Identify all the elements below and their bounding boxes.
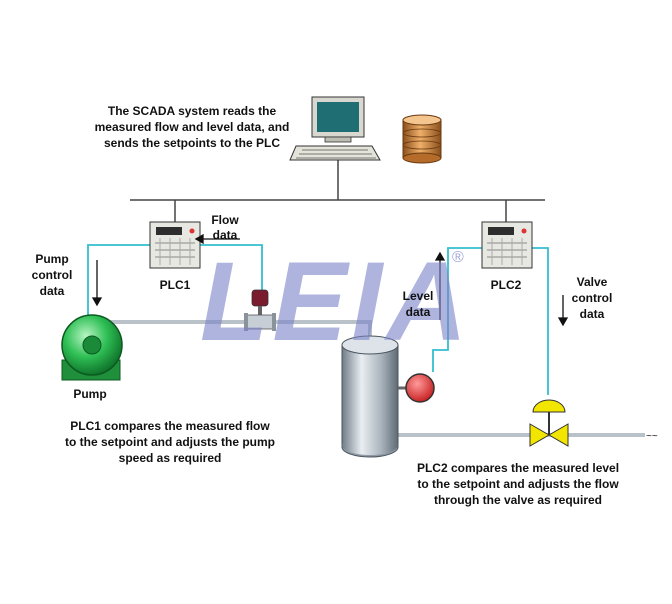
valve-control-data-label: Valve control data: [572, 275, 613, 321]
signal-lines: [87, 244, 549, 395]
pump-icon: [61, 314, 123, 381]
label-line: Level: [403, 289, 434, 303]
tank-icon: [341, 335, 399, 458]
label-line: data: [580, 307, 605, 321]
level-sensor-icon: [398, 373, 435, 403]
svg-text:~~: ~~: [646, 431, 658, 442]
label-line: Flow: [211, 213, 239, 227]
label-line: PLC2 compares the measured level: [417, 461, 619, 475]
plc1-description: PLC1 compares the measured flow to the se…: [65, 419, 275, 465]
level-data-arrow: [434, 251, 446, 320]
label-line: Pump: [35, 252, 68, 266]
plc2-label: PLC2: [491, 278, 522, 292]
label-line: speed as required: [119, 451, 222, 465]
label-line: through the valve as required: [434, 493, 602, 507]
label-line: data: [213, 228, 238, 242]
label-line: measured flow and level data, and: [95, 120, 290, 134]
label-line: sends the setpoints to the PLC: [104, 136, 280, 150]
plc2-description: PLC2 compares the measured level to the s…: [417, 461, 619, 507]
labels: The SCADA system reads the measured flow …: [32, 104, 620, 507]
label-line: control: [32, 268, 73, 282]
label-line: data: [40, 284, 65, 298]
database-icon: [402, 114, 442, 164]
pump-label: Pump: [73, 387, 106, 401]
pump-control-data-label: Pump control data: [32, 252, 73, 298]
watermark-text: LEIA: [200, 239, 471, 364]
flow-data-arrow: [194, 233, 240, 245]
network-bus: [130, 160, 545, 222]
watermark: LEIA ®: [200, 239, 471, 364]
pipe-end: ~~: [646, 431, 658, 442]
label-line: to the setpoint and adjusts the pump: [65, 435, 275, 449]
label-line: PLC1 compares the measured flow: [70, 419, 270, 433]
label-line: control: [572, 291, 613, 305]
label-line: data: [406, 305, 431, 319]
pump-control-arrow: [91, 260, 103, 307]
flow-meter-icon: [244, 289, 276, 331]
valve-control-arrow: [557, 295, 569, 327]
label-line: The SCADA system reads the: [108, 104, 277, 118]
computer-icon: [289, 96, 381, 161]
plc2-icon: [481, 221, 533, 269]
label-line: to the setpoint and adjusts the flow: [417, 477, 619, 491]
plc1-label: PLC1: [160, 278, 191, 292]
scada-description: The SCADA system reads the measured flow …: [95, 104, 290, 150]
control-valve-icon: [529, 399, 569, 447]
plc1-icon: [149, 221, 201, 269]
watermark-registered-mark: ®: [452, 249, 464, 266]
arrows: [91, 233, 569, 327]
level-data-label: Level data: [403, 289, 434, 319]
label-line: Valve: [577, 275, 608, 289]
